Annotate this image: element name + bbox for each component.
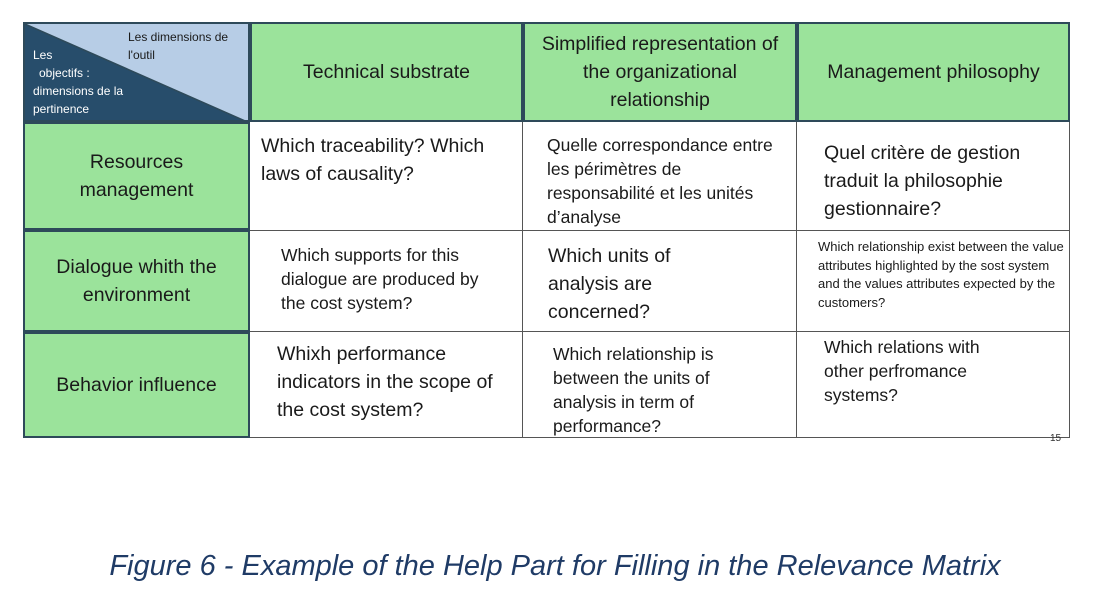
corner-line-1: Les xyxy=(33,48,53,62)
cell-resources-technical: Which traceability? Which laws of causal… xyxy=(261,132,519,188)
grid-line xyxy=(250,230,1070,231)
grid-line xyxy=(250,437,1070,438)
figure-caption: Figure 6 - Example of the Help Part for … xyxy=(109,550,1001,582)
column-header-label: Simplified representation of the organiz… xyxy=(541,33,779,111)
row-header-label: Resources management xyxy=(79,151,194,201)
cell-behavior-management: Which relations with other perfromance s… xyxy=(824,335,1024,407)
corner-line-2: objectifs : xyxy=(39,66,90,80)
row-header-label: Behavior influence xyxy=(56,374,217,396)
column-header-management-philosophy: Management philosophy xyxy=(797,22,1070,122)
column-header-technical-substrate: Technical substrate xyxy=(250,22,523,122)
cell-resources-management: Quel critère de gestion traduit la philo… xyxy=(824,139,1064,223)
grid-line xyxy=(522,122,523,438)
grid-line xyxy=(796,122,797,438)
row-header-dialogue-environment: Dialogue whith the environment xyxy=(23,230,250,332)
matrix-corner-cell: Les dimensions de l'outil Les objectifs … xyxy=(23,22,250,122)
cell-behavior-technical: Whixh performance indicators in the scop… xyxy=(277,340,515,424)
page-number: 15 xyxy=(1050,433,1062,444)
cell-dialogue-technical: Which supports for this dialogue are pro… xyxy=(281,243,506,315)
grid-line xyxy=(1069,122,1070,438)
cell-behavior-organizational: Which relationship is between the units … xyxy=(553,342,763,436)
corner-line-4: pertinence xyxy=(33,102,90,116)
cell-resources-organizational: Quelle correspondance entre les périmètr… xyxy=(547,133,787,229)
column-header-label: Management philosophy xyxy=(827,61,1040,83)
cell-dialogue-management: Which relationship exist between the val… xyxy=(818,238,1064,312)
column-header-organizational-relationship: Simplified representation of the organiz… xyxy=(523,22,797,122)
corner-objectives-label: Les objectifs : dimensions de la pertine… xyxy=(33,46,153,118)
row-header-behavior-influence: Behavior influence xyxy=(23,332,250,438)
corner-diagonal xyxy=(25,24,248,120)
column-header-label: Technical substrate xyxy=(303,61,470,83)
grid-line xyxy=(250,331,1070,332)
row-header-resources-management: Resources management xyxy=(23,122,250,230)
corner-line-3: dimensions de la xyxy=(33,84,124,98)
corner-tool-dimensions-label: Les dimensions de l'outil xyxy=(128,30,229,62)
row-header-label: Dialogue whith the environment xyxy=(56,256,217,306)
cell-dialogue-organizational: Which units of analysis are concerned? xyxy=(548,242,738,326)
